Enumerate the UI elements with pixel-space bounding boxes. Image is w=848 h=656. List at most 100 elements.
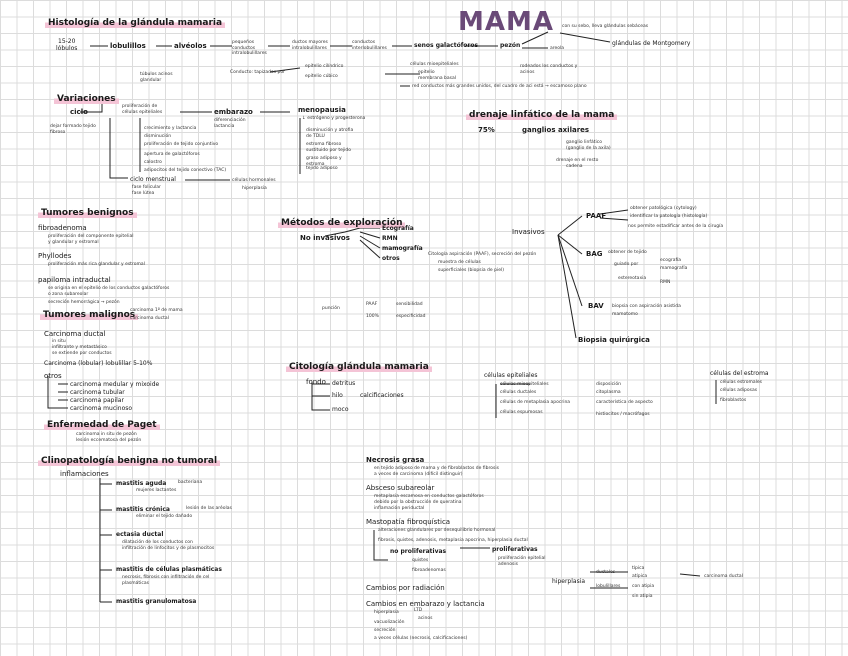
var-item-2: proliferación de tejido conjuntivo	[144, 142, 219, 147]
absceso-1: metaplasia escamosa en conductos galactó…	[374, 494, 484, 499]
mastitis-cronica-label: mastitis crónica	[116, 506, 170, 513]
meno-1: disminución y atrofia de TDLU	[306, 128, 354, 139]
absceso-3: inflamación periductal	[374, 506, 425, 511]
papiloma-3: secreción hemorrágica → pezón	[48, 300, 120, 305]
cd-3: se extiende por conductos	[52, 351, 112, 356]
mastitis-aguda-note2: mujeres lactantes	[136, 488, 177, 493]
fondo-4: moco	[332, 406, 349, 413]
ce-note-2: característica de aspecto	[596, 400, 653, 405]
tubulo-label: túbulos acinos glandular	[140, 72, 173, 83]
celulas-epiteliales-label: células epiteliales	[484, 372, 538, 379]
papiloma-2: o zona subareolar	[48, 292, 89, 297]
meno-2: estroma fibroso sustituido por tejido	[306, 142, 351, 153]
ce-6: a veces células (necrosis, calcificacion…	[374, 636, 468, 641]
embarazo-note: diferenciación lactancia	[214, 118, 246, 129]
ce-note-0: disposición	[596, 382, 621, 387]
citologia-heading: Citología glándula mamaria	[286, 362, 432, 373]
meno-3: graso adiposo y estroma	[306, 156, 342, 167]
paaf-1: obtener patológica (cytology)	[630, 206, 697, 211]
hiperplasia-5: con atipia	[632, 584, 655, 589]
paget-heading: Enfermedad de Paget	[44, 420, 160, 431]
ectasia-note: dilatación de los conductos con	[122, 540, 193, 545]
otros-metodos-note3: superficiales (biopsia de piel)	[438, 268, 504, 273]
fondo-1: detritus	[332, 380, 356, 387]
fondo-3: calcificaciones	[360, 392, 404, 399]
puncion-label: punción	[322, 306, 340, 311]
menopausia-label: menopausia	[298, 106, 346, 114]
mastitis-aguda-label: mastitis aguda	[116, 480, 167, 487]
puncion-2: sensibilidad	[396, 302, 423, 307]
fibroquistica-heading: Mastopatía fibroquística	[366, 518, 451, 526]
ce-5: secreción	[374, 628, 396, 633]
inflamaciones-label: inflamaciones	[60, 470, 109, 478]
ganglio-1: ganglio linfático	[566, 140, 602, 145]
ganglio-4: cadena	[566, 164, 583, 169]
bag-1: obtener de tejido	[608, 250, 647, 255]
ganglios-label: ganglios axilares	[522, 126, 590, 134]
invasivos-label: Invasivos	[512, 228, 545, 236]
historia-inicio: 15-20	[58, 38, 76, 45]
fibro-note2: y glandular y estromal	[48, 240, 99, 245]
cd-1: in situ	[52, 339, 66, 344]
ciclo-note: proliferación de células epiteliales	[122, 104, 163, 115]
ciclo-note2: dejar formado tejido fibroso	[50, 124, 96, 135]
prolif-2: adenosis	[498, 562, 518, 567]
paaf-2: identificar la patología (histología)	[630, 214, 708, 219]
mamografia-label: mamografía	[382, 245, 423, 252]
puncion-1: PAAF	[366, 302, 378, 307]
bag-3: ecografía	[660, 258, 682, 263]
proliferativas-label: proliferativas	[492, 546, 538, 553]
paget-2: lesión eccematosa del pezón	[76, 438, 142, 443]
puncion-4: especificidad	[396, 314, 426, 319]
ce-note-1: citoplasma	[596, 390, 621, 395]
ce-item-2: células de metaplasia apocrina	[500, 400, 571, 405]
ciclo-m-1: fase folicular	[132, 185, 161, 190]
tumores-benignos-heading: Tumores benignos	[38, 208, 137, 219]
rodeado-note: rodeados los conductos y acinos	[520, 64, 578, 75]
malignos-sub: carcinoma 1º de mama	[130, 308, 183, 313]
montgomery-label: glándulas de Montgomery	[612, 40, 691, 47]
otros-item-3: carcinoma mucinoso	[70, 405, 133, 412]
fondo-label: fondo	[306, 378, 326, 386]
fq-2: fibrosis, quistes, adenosis, metaplasia …	[378, 538, 528, 543]
ciclo-label: ciclo	[70, 108, 88, 116]
otros-item-0: carcinoma medular y mixoide	[70, 381, 160, 388]
bag-5: estereotaxia	[618, 276, 647, 281]
bag-4: mamografía	[660, 266, 688, 271]
epitelio-3: células mioepiteliales	[410, 62, 459, 67]
mastitis-cronica-note: lesión de las aréolas	[186, 506, 232, 511]
alveolos-label: alvéolos	[174, 42, 207, 50]
fibro-note: proliferación del componente epitelial	[48, 234, 134, 239]
senos-label: senos galactóforos	[414, 42, 479, 49]
cp-note2: plasmáticas	[122, 581, 149, 586]
malignos-sub2: carcinoma ductal	[130, 316, 169, 321]
ectasia-note2: infiltración de linfocitos y de plasmoci…	[122, 546, 215, 551]
papiloma-label: papiloma intraductal	[38, 276, 111, 284]
ce-4: vacuolización	[374, 620, 405, 625]
ciclo-m-note2: hiperplasia	[242, 186, 267, 191]
page-title: MAMA	[458, 7, 554, 37]
epitelio-label: Conducto: tapizados por	[230, 70, 285, 75]
paget-1: carcinoma in situ de pezón	[76, 432, 137, 437]
absceso-2: debido por la obstrucción de queratina	[374, 500, 462, 505]
metodos-heading: Métodos de exploración	[278, 218, 406, 229]
ganglio-3: drenaje en el resto	[556, 158, 599, 163]
no-invasivos-label: No invasivos	[300, 234, 350, 242]
necrosis-1: en tejido adiposo de mama y de fibroblas…	[374, 466, 499, 471]
tumores-malignos-heading: Tumores malignos	[40, 310, 139, 321]
var-item-5: adipocitos del tejido conectivo (TAC)	[144, 168, 227, 173]
meno-4: tejido adiposo	[306, 166, 338, 171]
fq-1: alteraciones glandulares por desequilibr…	[378, 528, 496, 533]
conductos-intra-label: pequeños conductos intralobulillares	[232, 40, 267, 56]
ciclo-menstrual-label: ciclo menstrual	[130, 176, 176, 183]
phyllodes-label: Phyllodes	[38, 252, 72, 260]
ce-item-3: células espumosas	[500, 410, 543, 415]
meno-note: ↓ estrógeno y progesterona	[302, 116, 366, 121]
np-2: fibroadenomas	[412, 568, 446, 573]
mastitis-cronica-note2: eliminar el tejido dañado	[136, 514, 193, 519]
paaf-3: nos permite estadificar antes de la ciru…	[628, 224, 724, 229]
embarazo-label: embarazo	[214, 108, 253, 116]
drenaje-heading: drenaje linfático de la mama	[466, 110, 618, 121]
estroma-item-2: fibroblastos	[720, 398, 747, 403]
